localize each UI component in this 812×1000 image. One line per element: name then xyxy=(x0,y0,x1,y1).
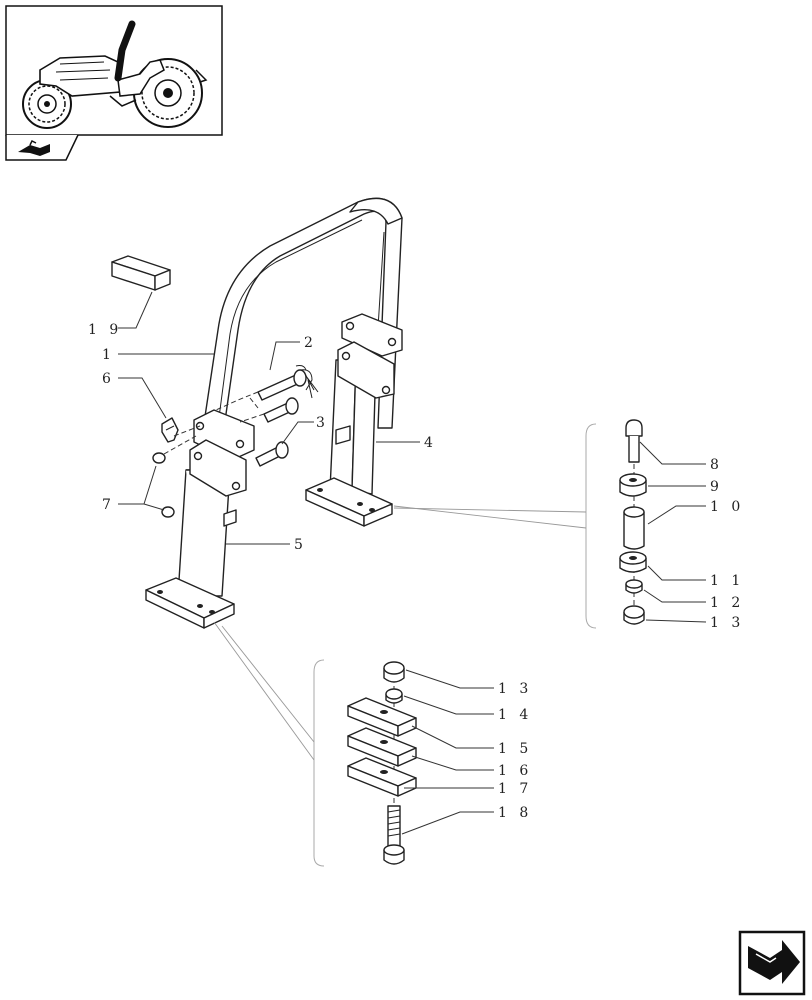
part-13-nut-bottom[interactable] xyxy=(383,661,405,683)
detail-mount-bottom xyxy=(213,621,417,867)
base-plate-left[interactable] xyxy=(145,577,235,629)
callout-19: 1 9 xyxy=(88,322,122,338)
part-3-pin-lower[interactable] xyxy=(255,441,289,467)
callout-8: 8 xyxy=(710,457,723,473)
callout-9: 9 xyxy=(710,479,723,495)
base-plate-right[interactable] xyxy=(305,477,393,527)
callout-4: 4 xyxy=(424,435,437,451)
part-2-pin-with-spring[interactable] xyxy=(257,365,319,401)
part-8-bolt[interactable] xyxy=(625,419,643,463)
callout-3: 3 xyxy=(316,415,329,431)
right-hinge-upper[interactable] xyxy=(341,313,403,357)
book-arrow-icon xyxy=(18,139,50,156)
detail-mount-right xyxy=(393,419,647,629)
callout-16: 1 6 xyxy=(498,763,532,779)
left-hinge-lower[interactable] xyxy=(189,439,247,497)
callout-1: 1 xyxy=(102,347,115,363)
callout-15: 1 5 xyxy=(498,741,532,757)
callout-6: 6 xyxy=(102,371,115,387)
callout-10: 1 0 xyxy=(710,499,744,515)
thumbnail-frame[interactable] xyxy=(5,5,223,161)
callout-11: 1 1 xyxy=(710,573,744,589)
part-13-nut[interactable] xyxy=(623,605,645,625)
callout-17: 1 7 xyxy=(498,781,532,797)
part-3-pin-upper[interactable] xyxy=(263,397,299,423)
part-17-plate[interactable] xyxy=(347,757,417,797)
tractor-icon xyxy=(22,20,208,129)
callout-2: 2 xyxy=(304,335,317,351)
callout-14: 1 4 xyxy=(498,707,532,723)
part-19-pad[interactable] xyxy=(111,255,171,291)
callout-7: 7 xyxy=(102,497,115,513)
part-15-plate[interactable] xyxy=(347,697,417,737)
part-14-washer[interactable] xyxy=(385,688,403,704)
leader-lines xyxy=(118,291,707,835)
callout-13-right: 1 3 xyxy=(710,615,744,631)
part-10-spacer[interactable] xyxy=(623,506,645,550)
right-hinge-lower[interactable] xyxy=(337,341,395,399)
part-12-washer[interactable] xyxy=(625,579,643,594)
part-6-clip[interactable] xyxy=(161,417,179,443)
callout-18: 1 8 xyxy=(498,805,532,821)
part-7-bushing-lower[interactable] xyxy=(161,506,175,518)
part-16-plate[interactable] xyxy=(347,727,417,767)
callout-12: 1 2 xyxy=(710,595,744,611)
part-9-washer[interactable] xyxy=(619,473,647,497)
part-11-washer[interactable] xyxy=(619,551,647,573)
next-page-arrow-icon[interactable] xyxy=(738,930,806,996)
callout-5: 5 xyxy=(294,537,307,553)
part-18-bolt[interactable] xyxy=(383,805,405,865)
callout-13-bottom: 1 3 xyxy=(498,681,532,697)
callout-labels: 1 9 1 2 6 3 4 7 5 8 9 1 0 1 1 1 2 1 3 1 … xyxy=(88,322,744,821)
rollbar-frame[interactable] xyxy=(145,197,403,629)
part-7-bushing-upper[interactable] xyxy=(152,452,166,464)
